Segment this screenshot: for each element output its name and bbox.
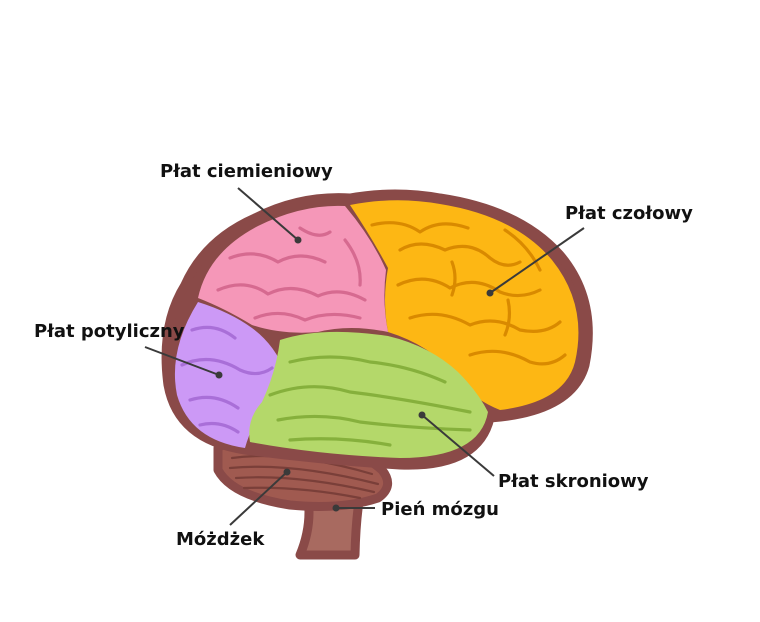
parietal-lobe-shape [198, 205, 388, 333]
brainstem-leader-dot [332, 504, 340, 512]
frontal-label: Płat czołowy [565, 203, 693, 224]
labels: Płat ciemieniowy Płat czołowy Płat potyl… [34, 161, 693, 550]
temporal-label: Płat skroniowy [498, 471, 649, 492]
frontal-leader-line [489, 227, 585, 294]
occipital-folds [180, 325, 274, 434]
temporal-leader-line [421, 414, 495, 477]
occipital-leader-line [144, 346, 220, 376]
occipital-label: Płat potyliczny [34, 321, 185, 342]
frontal-leader-dot [486, 289, 494, 297]
brainstem-label: Pień mózgu [381, 499, 499, 520]
parietal-folds [216, 226, 367, 322]
cerebellum-leader-dot [283, 468, 291, 476]
frontal-folds [370, 221, 567, 366]
parietal-leader-dot [294, 236, 302, 244]
temporal-folds [268, 355, 472, 447]
cerebellum-leader-line [229, 471, 288, 526]
parietal-lobe-region [198, 205, 388, 333]
occipital-leader-dot [215, 371, 223, 379]
parietal-leader-line [237, 187, 299, 241]
temporal-leader-dot [418, 411, 426, 419]
parietal-label: Płat ciemieniowy [160, 161, 333, 182]
frontal-lobe-region [350, 200, 579, 410]
temporal-lobe-region [249, 331, 488, 458]
cerebellum-label: Móżdżek [176, 529, 265, 550]
leader-lines [144, 187, 585, 526]
